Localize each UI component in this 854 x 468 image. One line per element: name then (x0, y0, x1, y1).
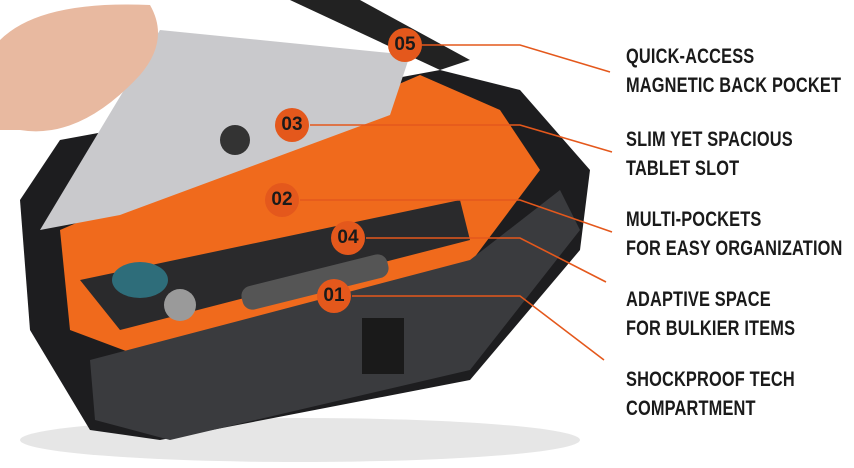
callout-line-03 (310, 124, 613, 153)
power-bank (241, 254, 389, 310)
callout-label-02: MULTI-POCKETS FOR EASY ORGANIZATION (626, 205, 843, 263)
callout-line-01 (352, 295, 605, 361)
bag-strap (290, 0, 470, 70)
callout-label-03: SLIM YET SPACIOUS TABLET SLOT (626, 125, 793, 183)
earbuds-case (112, 262, 168, 298)
label-line: COMPARTMENT (626, 397, 756, 420)
callout-label-05: QUICK-ACCESS MAGNETIC BACK POCKET (626, 42, 841, 100)
callout-badge-03: 03 (275, 108, 309, 142)
callout-line-05 (422, 44, 611, 73)
callout-label-01: SHOCKPROOF TECH COMPARTMENT (626, 365, 795, 423)
tablet-logo (220, 125, 250, 155)
callout-badge-01: 01 (317, 279, 351, 313)
callout-line-02 (300, 199, 613, 233)
buckle (362, 318, 404, 374)
callout-badge-04: 04 (331, 221, 365, 255)
callout-line-04 (366, 237, 607, 283)
label-line: MULTI-POCKETS (626, 208, 762, 231)
label-line: FOR BULKIER ITEMS (626, 317, 796, 340)
label-line: MAGNETIC BACK POCKET (626, 74, 842, 97)
label-line: ADAPTIVE SPACE (626, 288, 771, 311)
callout-badge-02: 02 (265, 183, 299, 217)
callout-lines (300, 44, 613, 361)
bag-shell (90, 190, 580, 440)
label-line: QUICK-ACCESS (626, 45, 755, 68)
label-line: SHOCKPROOF TECH (626, 368, 795, 391)
label-line: TABLET SLOT (626, 157, 740, 180)
callout-label-04: ADAPTIVE SPACE FOR BULKIER ITEMS (626, 285, 795, 343)
hand (0, 4, 158, 132)
label-line: FOR EASY ORGANIZATION (626, 237, 843, 260)
gadget (164, 289, 196, 321)
label-line: SLIM YET SPACIOUS (626, 128, 793, 151)
callout-badge-05: 05 (388, 28, 422, 62)
